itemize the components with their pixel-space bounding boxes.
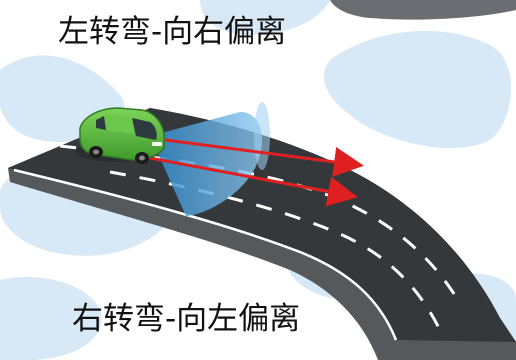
car-icon (76, 107, 165, 164)
trajectory-arrow-upper (149, 136, 364, 177)
road-edge-line-near (13, 168, 398, 341)
lane-marking-right (109, 170, 442, 331)
caption-right-turn-left-departure: 右转弯-向左偏离 (72, 301, 301, 337)
sensor-beam-tip (254, 102, 270, 170)
road-surface (8, 108, 516, 342)
sensor-beam (150, 112, 263, 216)
upper-road-fragment (330, 0, 516, 20)
trajectory-arrow-lower (149, 156, 358, 207)
caption-left-turn-right-departure: 左转弯-向右偏离 (58, 14, 287, 50)
